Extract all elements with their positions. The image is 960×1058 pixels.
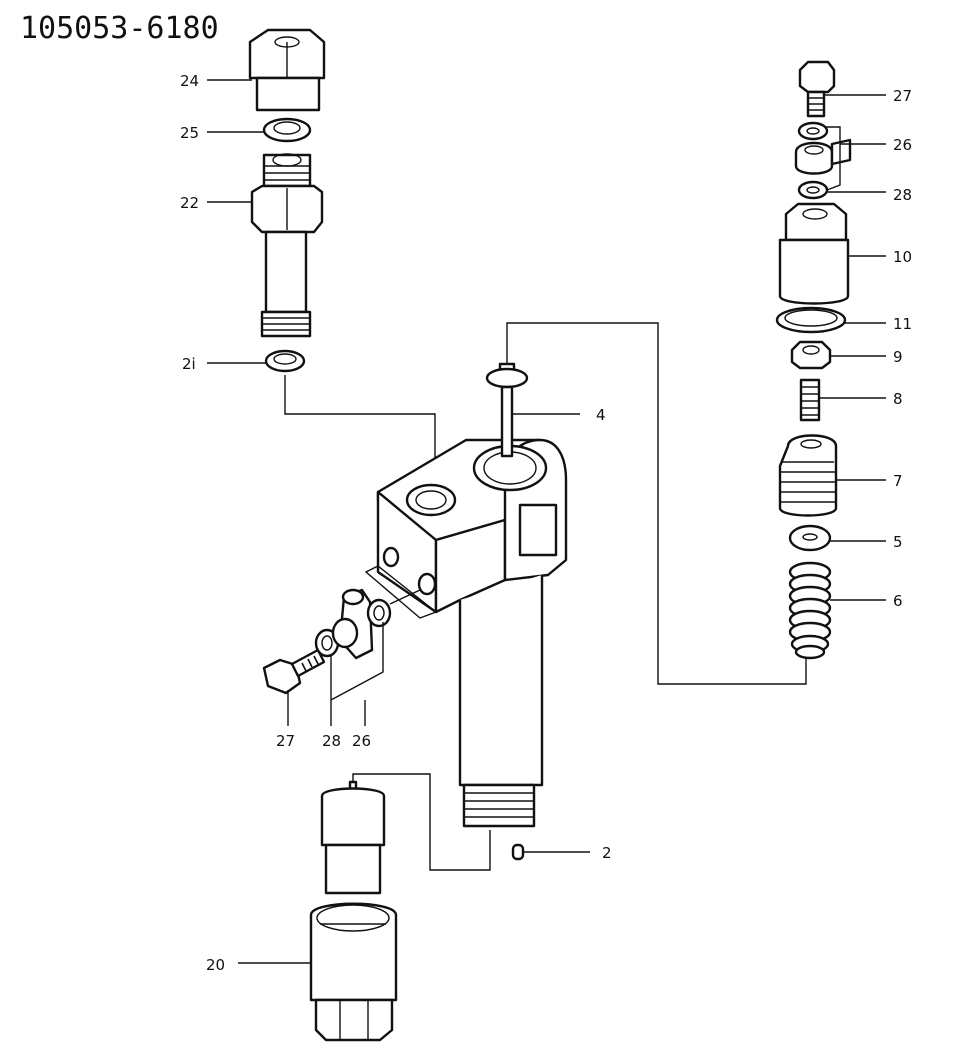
label-5: 5 [893,533,903,551]
part-20-nozzle-nut [309,902,398,1042]
label-4: 4 [596,406,606,424]
label-11: 11 [893,315,912,333]
part-21-washer [264,349,306,373]
label-20: 20 [206,956,225,974]
part-24-cap-nut [248,28,326,112]
part-26-banjo-right [794,121,852,200]
part-4-push-rod [485,362,529,458]
part-10-cap-nut [778,202,850,305]
label-10: 10 [893,248,912,266]
part-5-spring-seat [788,524,832,552]
label-9: 9 [893,348,903,366]
part-8-adjusting-screw [799,378,821,422]
part-number-title: 105053-6180 [20,11,219,46]
label-8: 8 [893,390,903,408]
label-6: 6 [893,592,903,610]
label-2: 2 [602,844,612,862]
part-7-retainer [778,434,838,517]
part-9-nut [790,340,832,370]
part-25-washer [262,117,312,143]
part-11-gasket [775,306,847,334]
part-6-spring [788,561,832,660]
nozzle [320,780,386,895]
label-26-right: 26 [893,136,912,154]
label-26-left: 26 [352,732,371,750]
label-27-left: 27 [276,732,295,750]
label-24: 24 [180,72,199,90]
label-7: 7 [893,472,903,490]
label-28-left: 28 [322,732,341,750]
part-22-connector [250,153,324,338]
label-28-right: 28 [893,186,912,204]
left-banjo-assembly [262,588,392,695]
injector-body [376,438,568,861]
label-22: 22 [180,194,199,212]
part-27-bolt-right [798,60,836,118]
label-27-right: 27 [893,87,912,105]
label-21: 2i [182,355,196,373]
label-25: 25 [180,124,199,142]
